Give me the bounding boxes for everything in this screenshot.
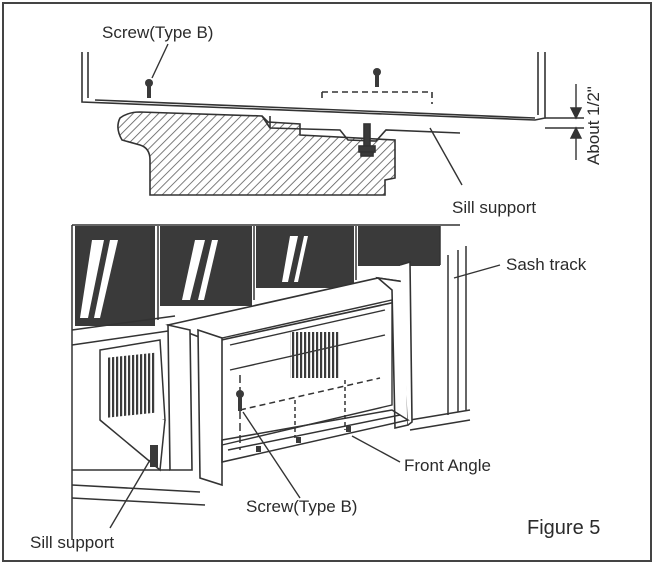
bottom-screw (236, 390, 244, 411)
sill-support-bottom-label: Sill support (30, 533, 114, 552)
screw-bottom-leader (242, 411, 301, 499)
left-vent-grille (108, 352, 156, 418)
sill-support-top-label: Sill support (452, 198, 536, 217)
screw-top-leader (151, 43, 169, 79)
front-angle-leader (351, 435, 401, 463)
sill-support-bracket-left (150, 445, 158, 467)
bottom-detail-section (71, 224, 501, 540)
figure-caption: Figure 5 (527, 517, 600, 539)
dimension-marker (545, 84, 584, 160)
about-half-inch-label: About 1/2" (584, 86, 603, 165)
sill-support-top-leader (429, 127, 463, 186)
top-screw-center (373, 68, 381, 87)
inner-vent-grille (290, 332, 340, 378)
sash-track-label: Sash track (506, 255, 587, 274)
sash-track-leader (453, 264, 501, 279)
front-angle-label: Front Angle (404, 456, 491, 475)
top-detail-section (81, 52, 546, 196)
sill-support-bottom-leader (109, 459, 151, 529)
top-screw-left (145, 79, 153, 98)
screw-bottom-label: Screw(Type B) (246, 497, 357, 516)
screw-top-label: Screw(Type B) (102, 23, 213, 42)
